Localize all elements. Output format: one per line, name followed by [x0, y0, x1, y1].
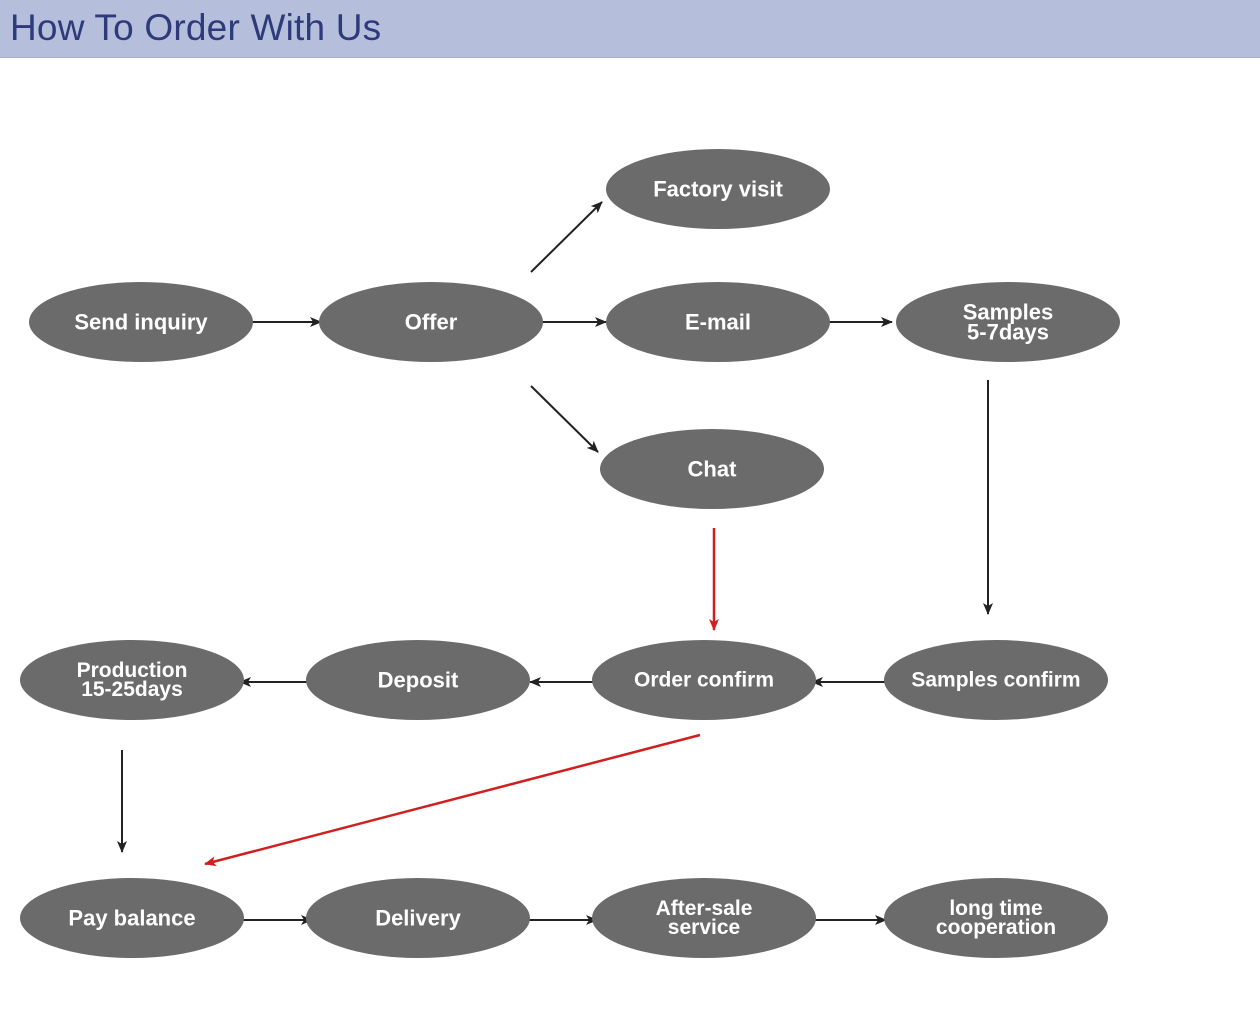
node-shape-samples-confirm: [884, 640, 1108, 720]
arrow-offer-to-factory-visit: [530, 201, 603, 273]
node-shape-chat: [600, 429, 824, 509]
node-order-confirm: Order confirm: [592, 640, 816, 720]
node-label-production-line-1: Production: [77, 659, 188, 682]
node-shape-send-inquiry: [29, 282, 253, 362]
node-shape-e-mail: [606, 282, 830, 362]
node-offer: Offer: [319, 282, 543, 362]
node-shape-production: [20, 640, 244, 720]
node-label-deposit: Deposit: [378, 668, 459, 693]
node-label-factory-visit: Factory visit: [653, 177, 783, 202]
edges: [117, 201, 993, 925]
node-label-long-time-cooperation-line-1: long time: [949, 897, 1042, 920]
node-deposit: Deposit: [306, 640, 530, 720]
node-label-samples-confirm: Samples confirm: [911, 669, 1080, 692]
node-label-pay-balance: Pay balance: [68, 906, 195, 931]
node-label-chat: Chat: [688, 457, 738, 482]
header-bar: How To Order With Us: [0, 0, 1260, 58]
node-chat: Chat: [600, 429, 824, 509]
node-label-samples-line-2: 5-7days: [967, 320, 1049, 345]
arrow-offer-to-chat: [530, 385, 599, 453]
node-label-offer: Offer: [405, 310, 458, 335]
node-label-long-time-cooperation-line-2: cooperation: [936, 916, 1056, 939]
node-shape-deposit: [306, 640, 530, 720]
node-samples-confirm: Samples confirm: [884, 640, 1108, 720]
node-send-inquiry: Send inquiry: [29, 282, 253, 362]
node-shape-samples: [896, 282, 1120, 362]
node-label-delivery: Delivery: [375, 906, 461, 931]
nodes: Send inquiry Offer Factory visitE-mailChat…: [20, 149, 1120, 958]
node-shape-factory-visit: [606, 149, 830, 229]
node-shape-pay-balance: [20, 878, 244, 958]
node-label-e-mail: E-mail: [685, 310, 751, 335]
node-label-samples-line-1: Samples: [963, 299, 1054, 324]
node-shape-after-sale-service: [592, 878, 816, 958]
node-shape-delivery: [306, 878, 530, 958]
node-label-order-confirm: Order confirm: [634, 669, 774, 692]
node-label-after-sale-service-line-1: After-sale: [656, 897, 753, 920]
node-pay-balance: Pay balance: [20, 878, 244, 958]
node-factory-visit: Factory visit: [606, 149, 830, 229]
node-shape-order-confirm: [592, 640, 816, 720]
arrow-order-to-pay-balance: [204, 733, 701, 867]
node-delivery: Delivery: [306, 878, 530, 958]
node-shape-offer: [319, 282, 543, 362]
node-label-send-inquiry: Send inquiry: [74, 310, 208, 335]
node-e-mail: E-mail: [606, 282, 830, 362]
node-shape-long-time-cooperation: [884, 878, 1108, 958]
node-label-production-line-2: 15-25days: [81, 678, 183, 701]
page-title: How To Order With Us: [10, 7, 382, 48]
node-label-after-sale-service-line-2: service: [668, 916, 740, 939]
